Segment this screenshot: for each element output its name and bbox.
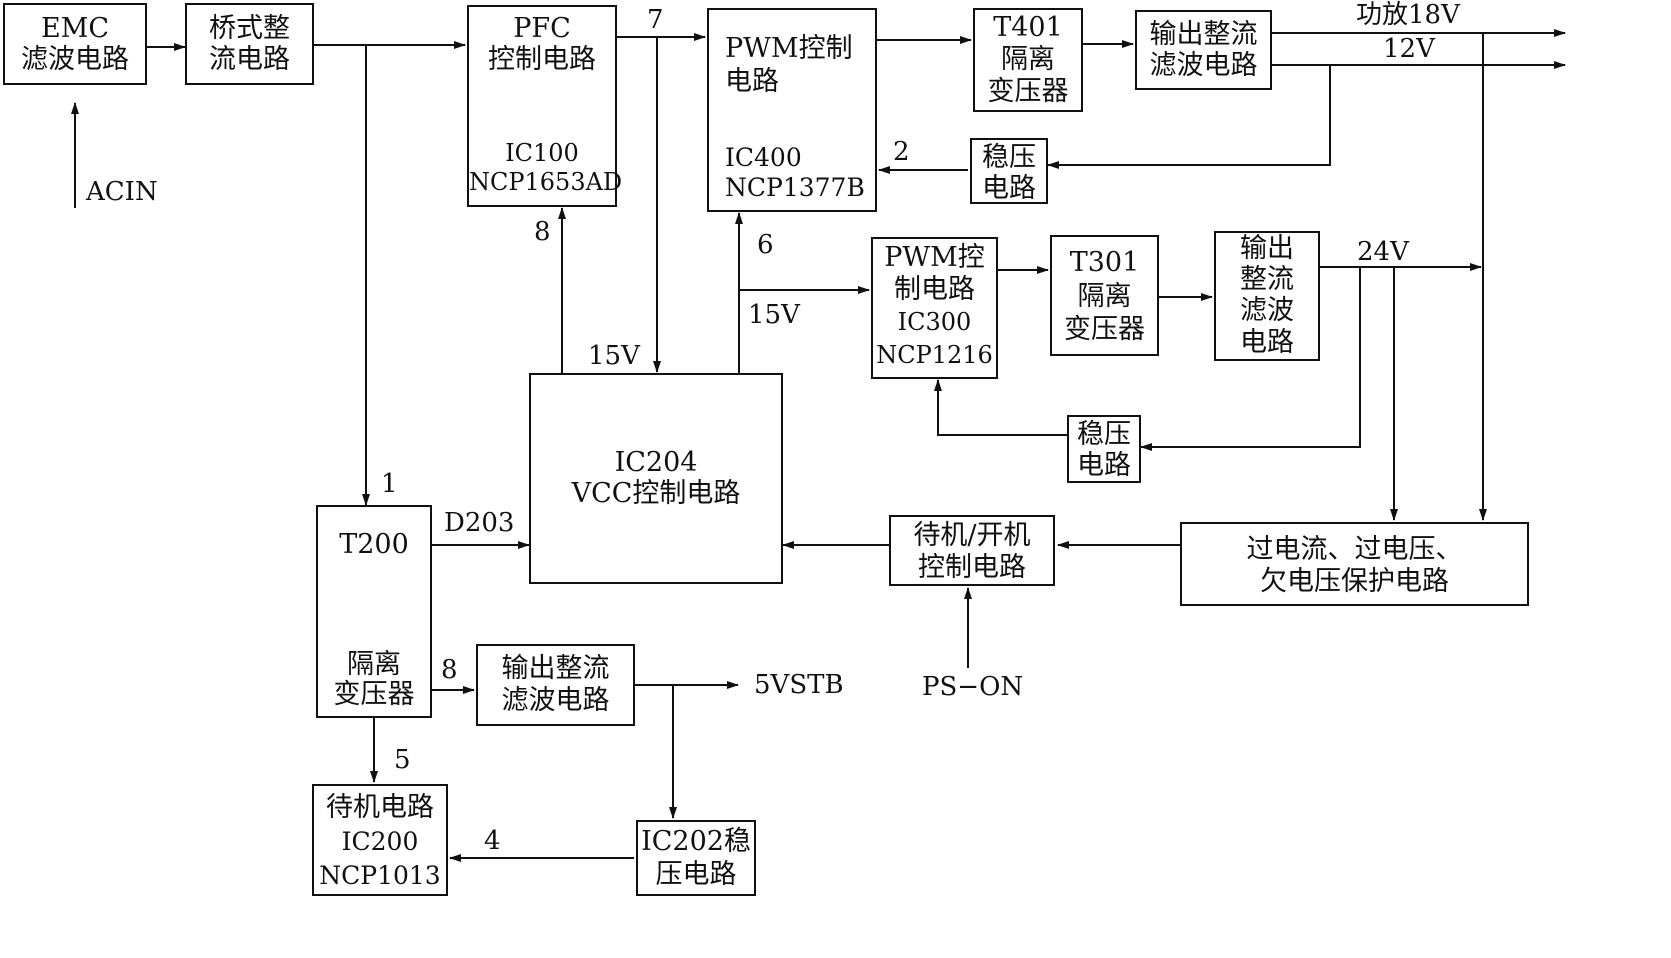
pwm400-line1: PWM控制 (725, 33, 853, 64)
label-pin5: 5 (394, 745, 411, 775)
pwm400-ic: IC400 (725, 143, 802, 172)
ic202-line1: IC202稳 (641, 826, 751, 857)
voltage-regulator-300-block: 稳压 电路 (1067, 415, 1141, 483)
label-amp-18v: 功放18V (1356, 0, 1460, 30)
label-24v: 24V (1357, 237, 1409, 267)
pfc-control-block: PFC 控制电路 IC100 NCP1653AD (467, 5, 623, 207)
t301-transformer-block: T301 隔离 变压器 (1050, 235, 1159, 356)
t301-line1: T301 (1069, 247, 1140, 278)
t200-line2: 隔离 (347, 649, 401, 680)
label-pin8-top: 8 (534, 217, 551, 247)
protection-circuit-block: 过电流、过电压、 欠电压保护电路 (1180, 522, 1529, 606)
label-5vstb: 5VSTB (754, 670, 844, 700)
t301-line2: 隔离 (1077, 281, 1132, 312)
ic204-line2: VCC控制电路 (571, 478, 741, 509)
out200-line1: 输出整流 (501, 653, 610, 684)
pfc-ic: IC100 (505, 139, 579, 167)
label-pin8-bottom: 8 (441, 655, 458, 685)
emc-filter-block: EMC 滤波电路 (3, 3, 147, 85)
label-pin2: 2 (893, 137, 910, 167)
wire-24v-reg300 (1140, 267, 1361, 451)
t200-line3: 变压器 (333, 679, 415, 710)
pfc-part: NCP1653AD (469, 168, 623, 196)
emc-line1: EMC (40, 13, 109, 44)
ic204-line1: IC204 (614, 447, 698, 478)
label-15v-right: 15V (748, 300, 800, 330)
standby-on-control-block: 待机/开机 控制电路 (889, 515, 1055, 586)
t301-line3: 变压器 (1064, 314, 1145, 345)
protect-line1: 过电流、过电压、 (1246, 534, 1463, 565)
out301-line3: 滤波 (1240, 295, 1294, 326)
out401-line1: 输出整流 (1149, 19, 1258, 50)
label-12v: 12V (1383, 34, 1435, 64)
pwm300-line1: PWM控 (884, 242, 985, 273)
label-pin1: 1 (381, 469, 398, 499)
pwm300-line2: 制电路 (894, 274, 975, 305)
pwm400-part: NCP1377B (725, 173, 865, 202)
t200-line1: T200 (339, 529, 409, 560)
pwm-control-ic400-block: PWM控制 电路 IC400 NCP1377B (707, 8, 877, 212)
out301-line1: 输出 (1240, 233, 1294, 264)
reg400-line2: 电路 (982, 173, 1036, 204)
voltage-regulator-400-block: 稳压 电路 (970, 138, 1048, 204)
t401-line1: T401 (993, 12, 1063, 43)
pfc-line1: PFC (513, 13, 571, 44)
bridge-line2: 流电路 (209, 44, 290, 75)
bridge-rectifier-block: 桥式整 流电路 (185, 3, 314, 85)
protect-line2: 欠电压保护电路 (1260, 566, 1449, 597)
pwm-control-ic300-block: PWM控 制电路 IC300 NCP1216 (871, 237, 998, 379)
reg300-line1: 稳压 (1077, 419, 1131, 450)
reg400-line1: 稳压 (982, 142, 1036, 173)
wire-12v-reg400 (1047, 65, 1331, 169)
output-rectifier-filter-401-block: 输出整流 滤波电路 (1135, 10, 1272, 90)
standby-ctl-line2: 控制电路 (918, 552, 1026, 583)
standby-line2: IC200 (341, 827, 419, 856)
ic202-regulator-block: IC202稳 压电路 (636, 820, 756, 896)
output-rectifier-filter-200-block: 输出整流 滤波电路 (476, 644, 635, 726)
t401-line2: 隔离 (1001, 44, 1055, 75)
label-d203: D203 (444, 508, 515, 538)
standby-ctl-line1: 待机/开机 (913, 520, 1031, 551)
label-ps-on: PS−ON (922, 672, 1024, 702)
ic202-line2: 压电路 (655, 859, 737, 890)
label-pin4: 4 (484, 826, 501, 856)
pwm300-line3: IC300 (897, 308, 972, 336)
emc-line2: 滤波电路 (21, 44, 129, 75)
label-acin: ACIN (86, 177, 158, 207)
t401-line3: 变压器 (987, 76, 1069, 107)
pwm300-line4: NCP1216 (876, 341, 993, 369)
reg300-line2: 电路 (1077, 450, 1131, 481)
ic204-vcc-control-block: IC204 VCC控制电路 (529, 373, 783, 584)
standby-line1: 待机电路 (326, 792, 434, 823)
out301-line2: 整流 (1240, 264, 1294, 295)
standby-line3: NCP1013 (319, 861, 441, 890)
label-15v-left: 15V (588, 341, 640, 371)
label-pin7: 7 (647, 5, 664, 35)
standby-circuit-ic200-block: 待机电路 IC200 NCP1013 (312, 784, 448, 896)
wire-reg300-pwm300 (934, 379, 1067, 436)
output-rectifier-filter-301-block: 输出 整流 滤波 电路 (1214, 231, 1320, 361)
pfc-line2: 控制电路 (488, 44, 596, 75)
bridge-line1: 桥式整 (209, 13, 290, 44)
t401-transformer-block: T401 隔离 变压器 (973, 8, 1083, 112)
out401-line2: 滤波电路 (1149, 50, 1258, 81)
pwm400-line2: 电路 (725, 66, 779, 97)
label-pin6: 6 (757, 230, 774, 260)
out200-line2: 滤波电路 (501, 685, 610, 716)
t200-transformer-block: T200 隔离 变压器 (316, 505, 432, 718)
out301-line4: 电路 (1240, 327, 1294, 358)
